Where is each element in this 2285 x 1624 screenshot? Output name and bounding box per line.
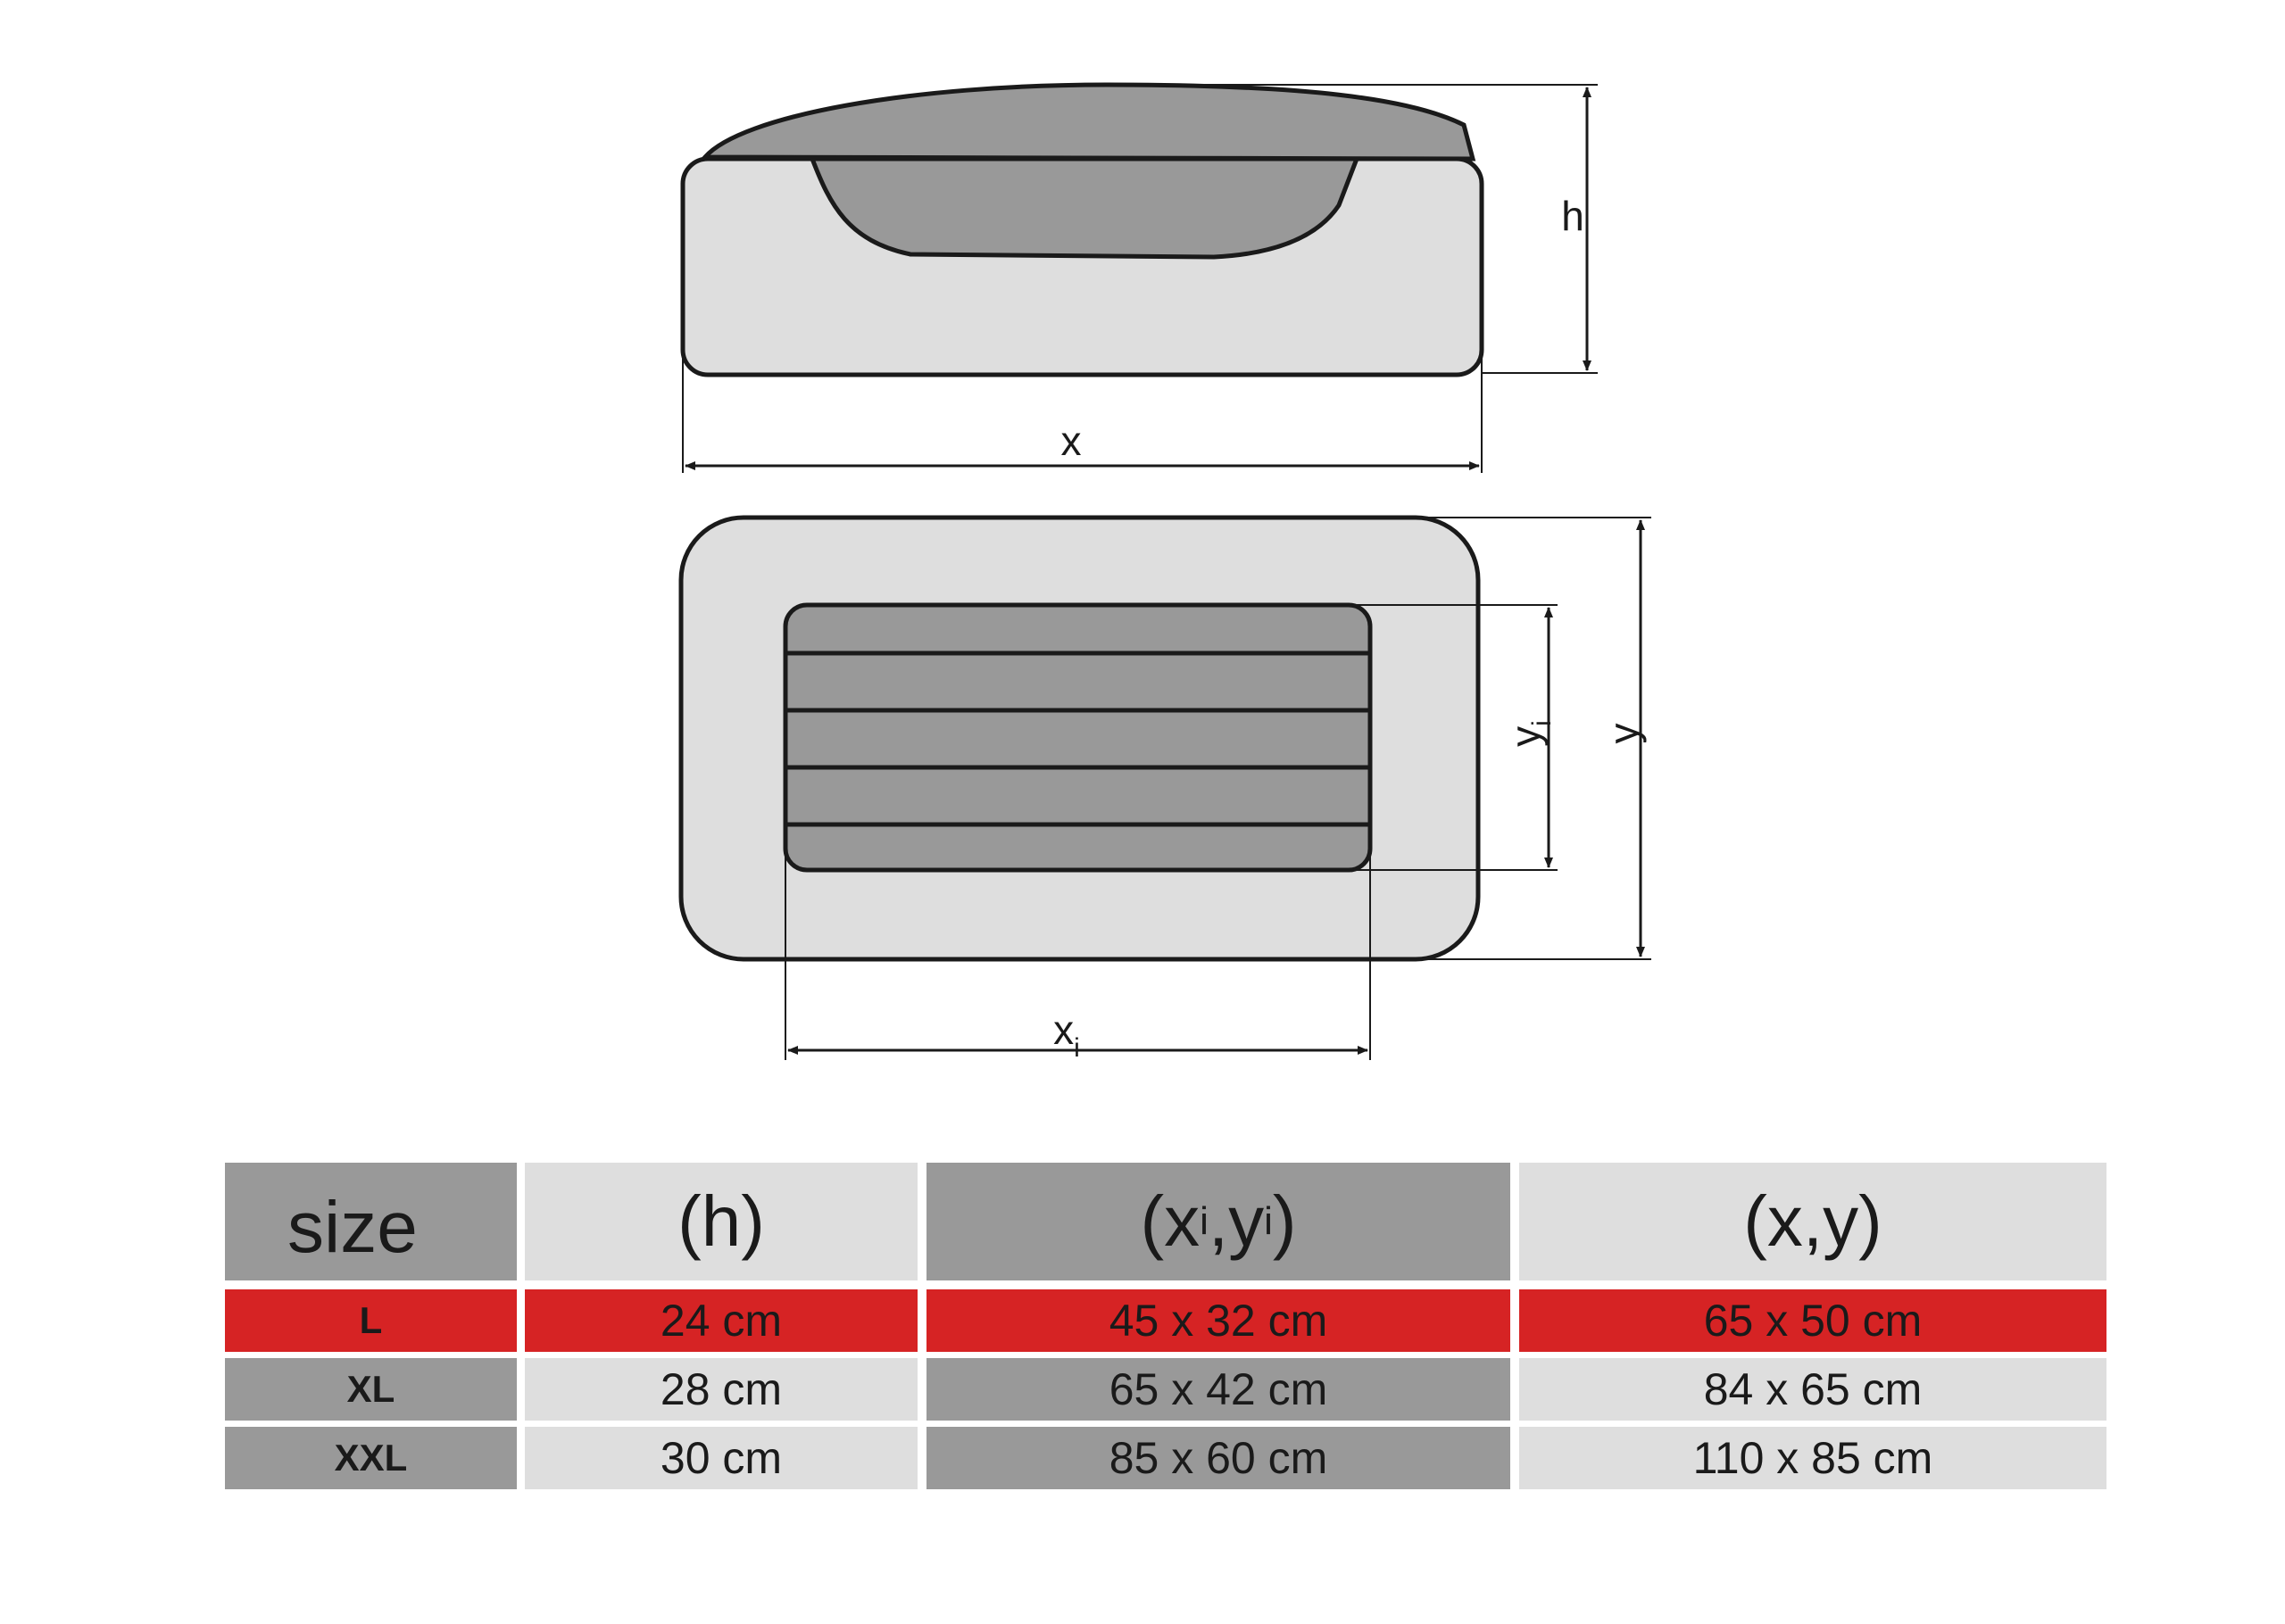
side-view: h x xyxy=(680,82,1598,473)
dim-x-label: x xyxy=(1061,418,1082,464)
cell-x-y: 84 x 65 cm xyxy=(1519,1358,2106,1421)
table-row: XXL 30 cm 85 x 60 cm 110 x 85 cm xyxy=(225,1427,2106,1489)
side-view-cushion-seat xyxy=(809,156,1360,260)
header-x-y: (x,y) xyxy=(1519,1163,2106,1280)
header-size: size xyxy=(225,1163,517,1280)
bed-dimension-diagram: h x y yi xi xyxy=(678,82,1651,1063)
cell-x-y: 110 x 85 cm xyxy=(1519,1427,2106,1489)
cell-size: XXL xyxy=(225,1427,517,1489)
table-row: XL 28 cm 65 x 42 cm 84 x 65 cm xyxy=(225,1358,2106,1421)
cell-h: 28 cm xyxy=(525,1358,918,1421)
side-view-cushion-top xyxy=(700,82,1476,162)
header-h: (h) xyxy=(525,1163,918,1280)
dim-h-label: h xyxy=(1561,193,1584,239)
cell-h: 24 cm xyxy=(525,1289,918,1352)
top-view: y yi xi xyxy=(678,515,1651,1063)
cell-size: L xyxy=(225,1289,517,1352)
cell-xi-yi: 45 x 32 cm xyxy=(926,1289,1510,1352)
cell-size: XL xyxy=(225,1358,517,1421)
dim-yi-label: yi xyxy=(1502,720,1557,747)
dim-y-label: y xyxy=(1600,724,1647,744)
cell-x-y: 65 x 50 cm xyxy=(1519,1289,2106,1352)
cell-xi-yi: 65 x 42 cm xyxy=(926,1358,1510,1421)
table-row: L 24 cm 45 x 32 cm 65 x 50 cm xyxy=(225,1289,2106,1352)
cell-xi-yi: 85 x 60 cm xyxy=(926,1427,1510,1489)
dim-xi-label: xi xyxy=(1053,1007,1080,1063)
top-view-cushion xyxy=(783,602,1373,873)
cell-h: 30 cm xyxy=(525,1427,918,1489)
